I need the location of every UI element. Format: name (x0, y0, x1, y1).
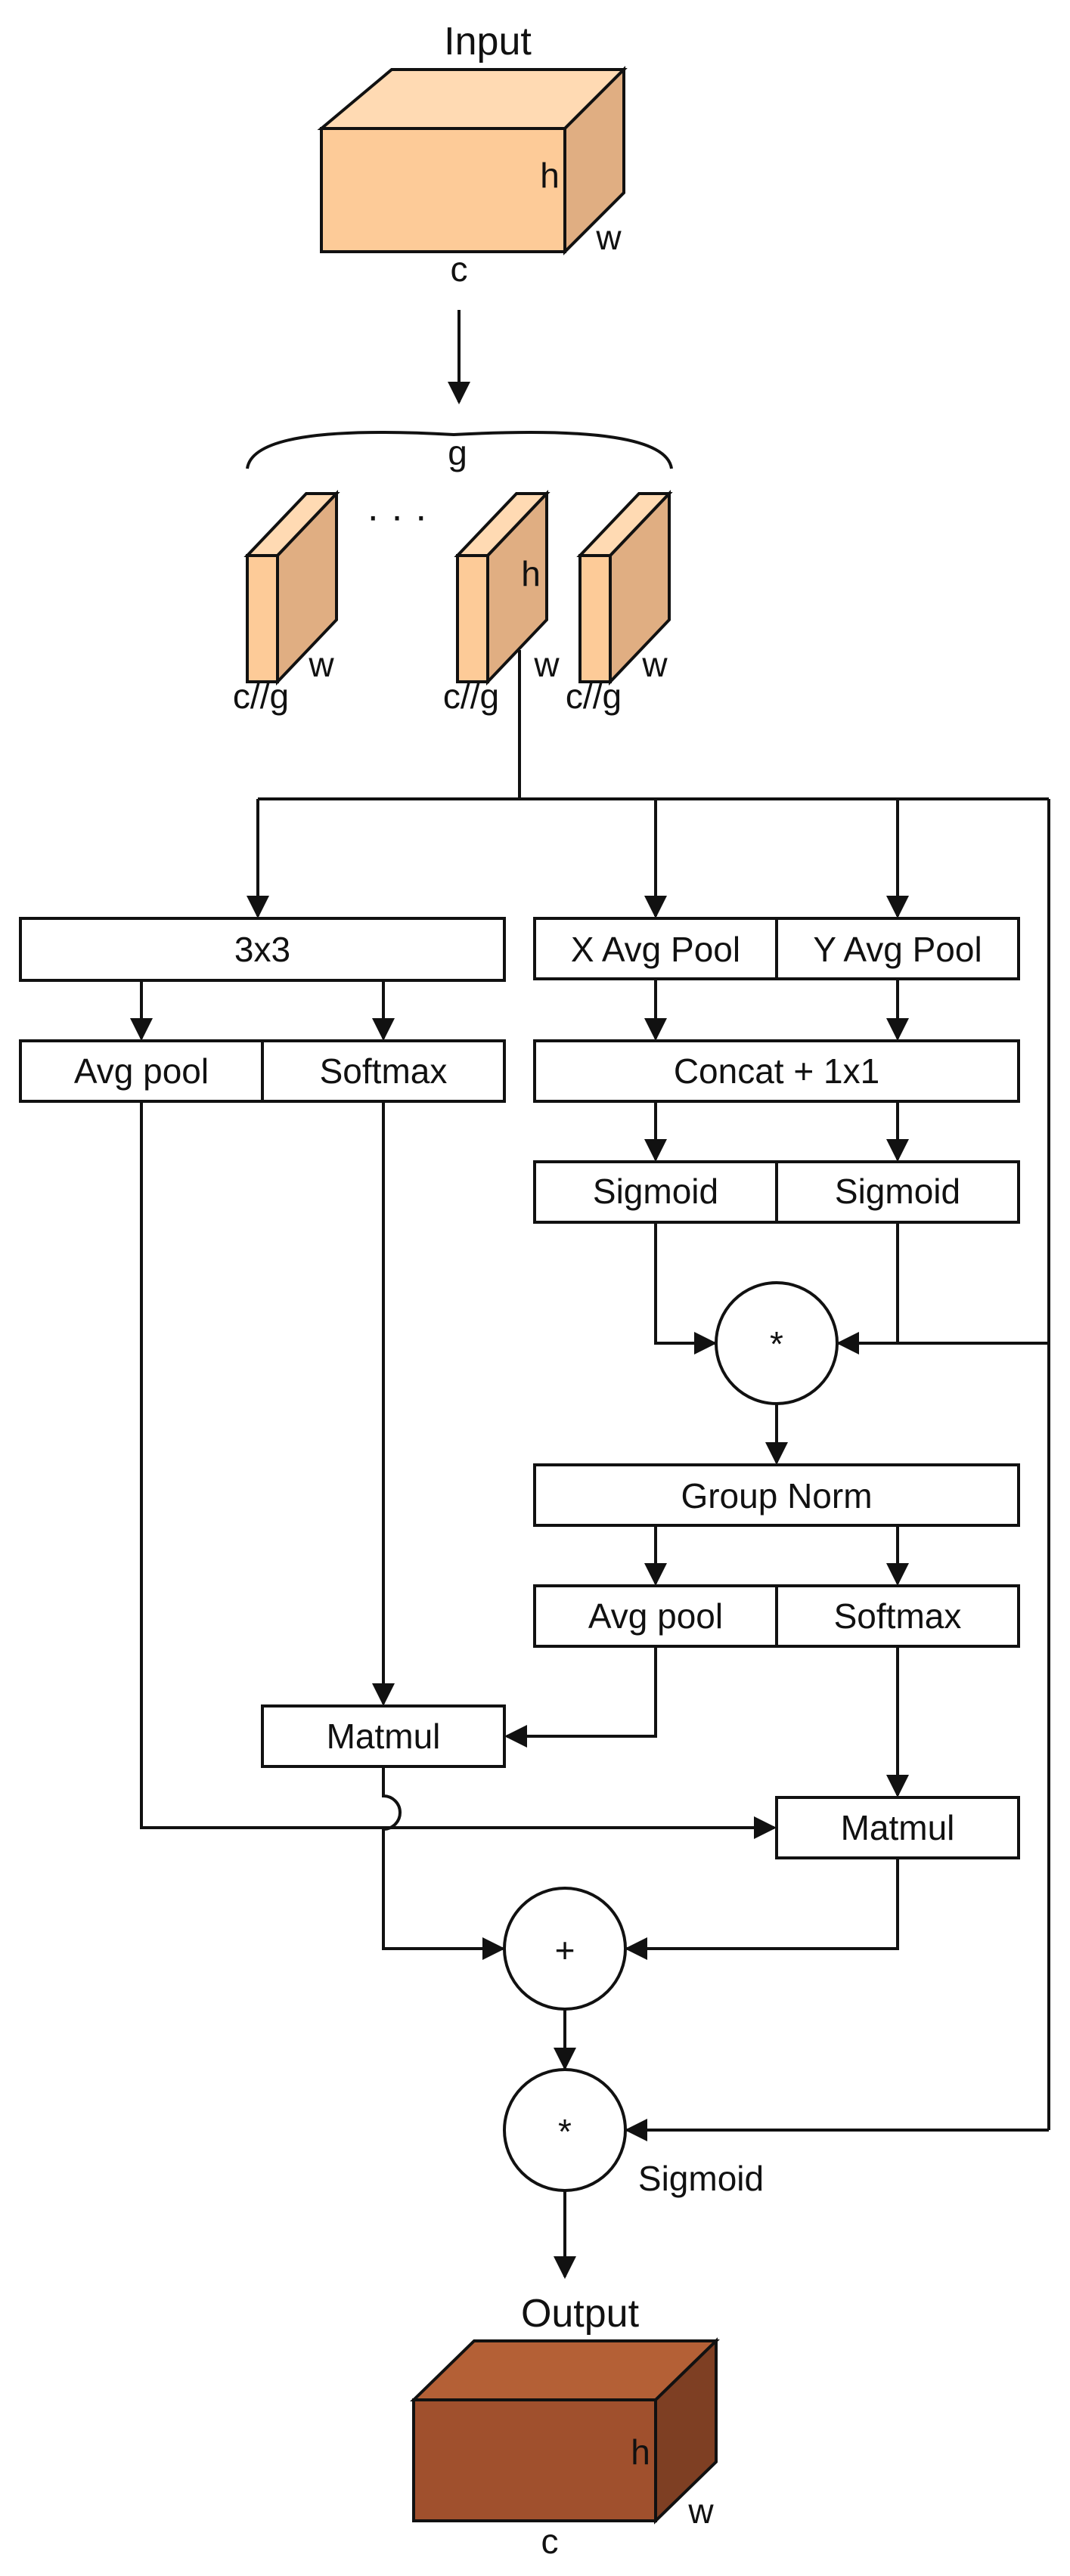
left-avgpool-label: Avg pool (74, 1051, 209, 1091)
output-w-label: w (687, 2491, 714, 2531)
concat-label: Concat + 1x1 (674, 1051, 879, 1091)
group-g-label: g (448, 433, 467, 472)
input-h-label: h (540, 156, 560, 195)
input-title: Input (444, 20, 532, 63)
matmul-right-box (775, 1796, 1020, 1859)
output-cube (410, 2337, 720, 2525)
matmul-left-label: Matmul (327, 1717, 441, 1756)
group-cube-1 (243, 489, 340, 686)
y-avg-pool-box (775, 917, 1020, 980)
concat-box (533, 1039, 1020, 1103)
group-cube-3 (576, 489, 673, 686)
group-2-c-label: c//g (443, 677, 499, 716)
input-c-label: c (451, 249, 468, 289)
input-cube-front (320, 127, 566, 253)
final-sigmoid-label: Sigmoid (638, 2159, 764, 2198)
multiply-node-label: * (770, 1324, 783, 1364)
group-norm-box (533, 1463, 1020, 1527)
arrow-matmul-left-to-add (382, 1766, 505, 1960)
group-cube-3-front (578, 554, 612, 683)
x-avg-pool-label: X Avg Pool (571, 930, 740, 969)
right-softmax-label: Softmax (834, 1596, 962, 1636)
sigmoid-1-box (533, 1160, 778, 1224)
group-1-c-label: c//g (233, 677, 289, 716)
right-avgpool-label: Avg pool (588, 1596, 723, 1636)
output-c-label: c (541, 2522, 559, 2561)
group-norm-label: Group Norm (681, 1476, 872, 1516)
group-brace (246, 431, 673, 469)
conv-3x3-label: 3x3 (234, 930, 290, 969)
arrow-left-avgpool-to-matmul-right (140, 1101, 777, 1839)
left-softmax-box (261, 1039, 506, 1103)
conv-3x3-box (19, 917, 506, 982)
group-cube-2 (454, 489, 551, 686)
group-ellipsis: · · · (367, 494, 428, 538)
left-softmax-label: Softmax (320, 1051, 448, 1091)
input-w-label: w (595, 218, 622, 257)
group-cube-2-front (456, 554, 489, 683)
output-h-label: h (631, 2432, 650, 2472)
output-title: Output (521, 2292, 640, 2336)
output-cube-front (412, 2398, 657, 2522)
sigmoid-1-label: Sigmoid (593, 1172, 718, 1211)
input-cube (317, 66, 628, 255)
arrow-matmul-right-to-add (625, 1858, 899, 1960)
group-2-w-label: w (533, 645, 560, 684)
right-softmax-box (775, 1584, 1020, 1648)
final-multiply-label: * (558, 2112, 572, 2151)
sigmoid-2-box (775, 1160, 1020, 1224)
group-3-c-label: c//g (566, 677, 622, 716)
arrow-right-avgpool-to-matmul-left (504, 1646, 657, 1748)
arrow-sigmoid1-to-multiply (654, 1222, 717, 1355)
sigmoid-2-label: Sigmoid (835, 1172, 960, 1211)
y-avg-pool-label: Y Avg Pool (813, 930, 982, 969)
matmul-right-label: Matmul (841, 1808, 955, 1847)
x-avg-pool-box (533, 917, 778, 980)
group-cube-1-front (246, 554, 279, 683)
group-3-w-label: w (641, 645, 668, 684)
group-1-w-label: w (308, 645, 334, 684)
group-h-label: h (521, 554, 541, 593)
add-node-label: + (555, 1930, 575, 1970)
